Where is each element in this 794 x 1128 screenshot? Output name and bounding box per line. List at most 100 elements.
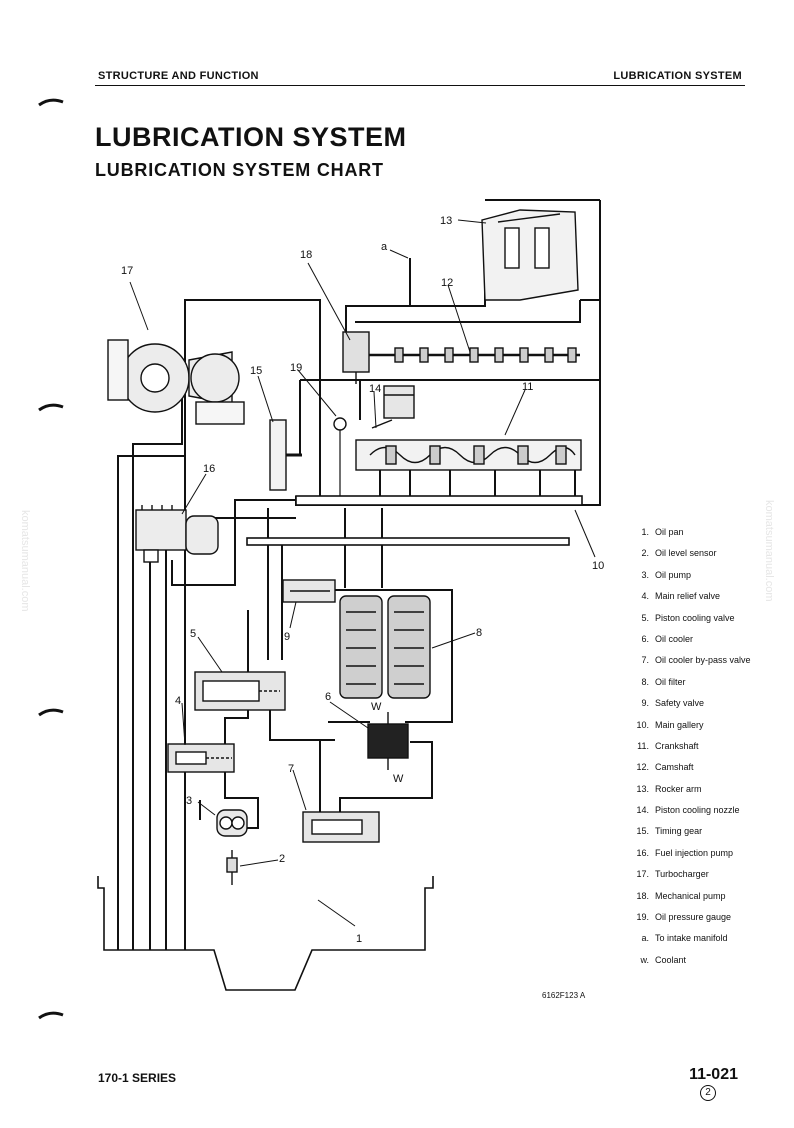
header-rule xyxy=(95,85,745,86)
legend-key: 4. xyxy=(641,591,649,602)
callout-8: 8 xyxy=(476,627,482,639)
legend-item: 6. Oil cooler xyxy=(612,634,782,655)
legend-label: Mechanical pump xyxy=(655,890,726,901)
legend-key: 12. xyxy=(636,762,649,773)
legend-label: Safety valve xyxy=(655,698,705,709)
page-subtitle: LUBRICATION SYSTEM CHART xyxy=(95,160,384,180)
callout-17: 17 xyxy=(121,265,133,277)
legend-key: 2. xyxy=(641,548,649,559)
callout-16: 16 xyxy=(203,463,215,475)
legend-key: 18. xyxy=(636,890,649,901)
header-section-title: STRUCTURE AND FUNCTION xyxy=(98,70,259,82)
legend-item: 14. Piston cooling nozzle xyxy=(612,805,782,826)
callout-4: 4 xyxy=(175,695,181,707)
legend-key: 8. xyxy=(641,676,649,687)
legend-label: Main relief valve xyxy=(655,591,721,602)
header-chapter-title: LUBRICATION SYSTEM xyxy=(613,70,742,82)
legend-label: Turbocharger xyxy=(655,869,709,880)
oil-pump xyxy=(216,809,248,837)
safety-valve xyxy=(282,579,336,603)
legend-item: 17. Turbocharger xyxy=(612,869,782,890)
legend-item: 3. Oil pump xyxy=(612,570,782,591)
legend-key: 14. xyxy=(636,805,649,816)
callout-1: 1 xyxy=(356,933,362,945)
legend-item: 9. Safety valve xyxy=(612,698,782,719)
fuel-injection-pump xyxy=(135,505,219,563)
binder-mark xyxy=(38,1011,64,1020)
legend-label: Main gallery xyxy=(655,719,704,730)
piston-cooling-valve xyxy=(194,671,286,711)
legend-label: Camshaft xyxy=(655,762,694,773)
legend-item: 15. Timing gear xyxy=(612,826,782,847)
callout-10: 10 xyxy=(592,560,604,572)
legend-label: Oil cooler xyxy=(655,633,694,644)
legend-key: 16. xyxy=(636,847,649,858)
legend-label: Oil level sensor xyxy=(655,548,717,559)
legend-key: 11. xyxy=(637,740,649,751)
callout-w-in: W xyxy=(371,701,382,713)
legend-key: 13. xyxy=(636,783,649,794)
legend-label: Crankshaft xyxy=(655,740,699,751)
legend-key: 1. xyxy=(641,527,649,537)
callout-3: 3 xyxy=(186,795,192,807)
legend-item: 12. Camshaft xyxy=(612,762,782,783)
binder-mark xyxy=(38,708,64,717)
legend-key: 17. xyxy=(636,869,649,880)
figure-code: 6162F123 A xyxy=(542,991,586,1000)
legend-key: 3. xyxy=(641,569,649,580)
oil-level-sensor xyxy=(226,850,238,885)
callout-w-out: W xyxy=(393,773,404,785)
legend-label: Timing gear xyxy=(655,826,703,837)
legend-item: 8. Oil filter xyxy=(612,677,782,698)
legend-key: 7. xyxy=(641,655,649,666)
legend-key: 15. xyxy=(636,826,649,837)
oil-filter xyxy=(339,595,431,699)
callout-6: 6 xyxy=(325,691,331,703)
legend-label: To intake manifold xyxy=(655,933,728,944)
binder-mark xyxy=(38,98,64,107)
legend-item: 19.Oil pressure gauge xyxy=(612,912,782,933)
oil-cooler-bypass-valve xyxy=(302,811,380,843)
callout-11: 11 xyxy=(522,381,533,393)
legend-item: 5. Piston cooling valve xyxy=(612,613,782,634)
legend-item: 1. Oil pan xyxy=(612,527,782,548)
legend-label: Oil filter xyxy=(655,676,686,687)
legend-label: Coolant xyxy=(655,954,687,965)
legend-label: Piston cooling nozzle xyxy=(655,805,740,816)
legend-item: 16. Fuel injection pump xyxy=(612,848,782,869)
legend-item: 10.Main gallery xyxy=(612,720,782,741)
callout-15: 15 xyxy=(250,365,262,377)
legend-key: w. xyxy=(640,954,649,965)
legend-item: 13. Rocker arm xyxy=(612,784,782,805)
timing-gear xyxy=(269,419,302,491)
legend-label: Rocker arm xyxy=(655,783,702,794)
legend-item: 11. Crankshaft xyxy=(612,741,782,762)
main-relief-valve xyxy=(167,743,235,773)
piston-cooling-nozzle xyxy=(371,385,415,429)
crankshaft xyxy=(355,439,582,471)
callout-labels: 1 2 3 4 5 6 7 8 9 10 11 12 13 14 15 16 1… xyxy=(121,215,604,945)
legend-label: Oil pan xyxy=(655,527,684,537)
legend-key: 5. xyxy=(641,612,649,623)
legend-key: 9. xyxy=(641,698,649,709)
legend-label: Fuel injection pump xyxy=(655,847,734,858)
legend-label: Oil pump xyxy=(655,569,692,580)
callout-2: 2 xyxy=(279,853,285,865)
footer-series: 170-1 SERIES xyxy=(98,1071,177,1085)
oil-pressure-gauge xyxy=(333,417,347,431)
page-title: LUBRICATION SYSTEM xyxy=(95,122,407,152)
oil-lines xyxy=(97,199,601,991)
legend-key: a. xyxy=(641,933,649,944)
leader-lines xyxy=(129,219,596,927)
callout-a: a xyxy=(381,241,388,253)
mechanical-pump xyxy=(342,331,370,384)
legend-item: 4. Main relief valve xyxy=(612,591,782,612)
parts-legend: 1. Oil pan 2. Oil level sensor 3. Oil pump 4. M… xyxy=(612,527,782,976)
callout-9: 9 xyxy=(284,631,290,643)
legend-label: Oil pressure gauge xyxy=(655,912,732,923)
binder-mark xyxy=(38,403,64,412)
legend-label: Piston cooling valve xyxy=(655,612,735,623)
oil-cooler xyxy=(367,712,409,770)
legend-key: 6. xyxy=(641,633,649,644)
